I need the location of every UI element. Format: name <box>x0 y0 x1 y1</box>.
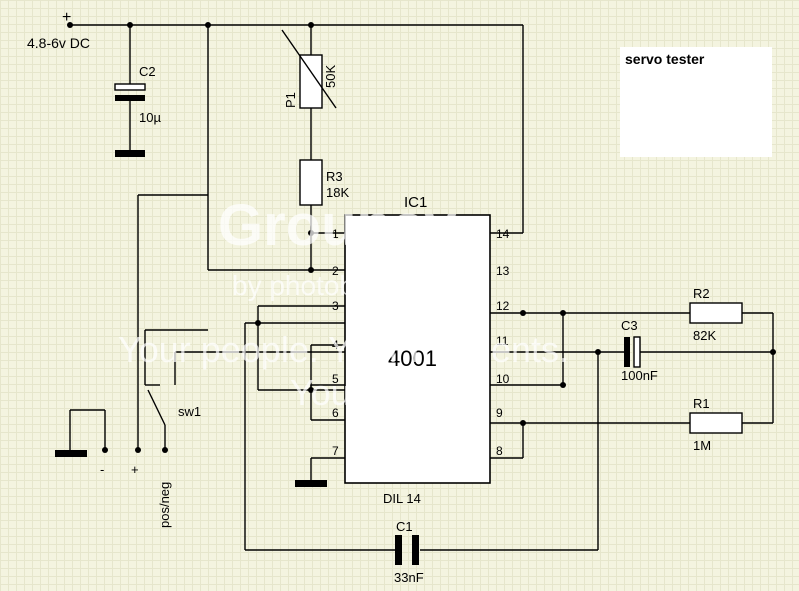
c1-name: C1 <box>396 519 413 534</box>
p1-name: P1 <box>283 92 298 108</box>
watermark-logo: Groupsy <box>218 193 457 258</box>
c2-name: C2 <box>139 64 156 79</box>
pin-8: 8 <box>496 444 503 458</box>
pin-9: 9 <box>496 406 503 420</box>
pin-3: 3 <box>332 299 339 313</box>
watermark-line2: Your space. <box>290 372 479 413</box>
resistor-r3 <box>299 159 323 206</box>
pin-6: 6 <box>332 406 339 420</box>
pin-2: 2 <box>332 264 339 278</box>
r2-name: R2 <box>693 286 710 301</box>
capacitor-c3 <box>624 336 641 368</box>
resistor-r1 <box>689 412 743 434</box>
ground-ic-symbol <box>295 480 327 487</box>
r3-value: 18K <box>326 185 349 200</box>
r3-name: R3 <box>326 169 343 184</box>
pin-11: 11 <box>496 334 509 348</box>
r2-value: 82K <box>693 328 716 343</box>
pin-7: 7 <box>332 444 339 458</box>
capacitor-c1 <box>395 535 419 565</box>
c1-value: 33nF <box>394 570 424 585</box>
watermark-by: by photobucket <box>232 270 422 301</box>
c2-value: 10µ <box>139 110 161 125</box>
pin-5: 5 <box>332 372 339 386</box>
pin-13: 13 <box>496 264 510 278</box>
r1-name: R1 <box>693 396 710 411</box>
diagram-title: servo tester <box>625 51 705 67</box>
ic1-chip: 4001 <box>388 346 437 371</box>
ground-connector-symbol <box>55 450 87 457</box>
p1-value: 50K <box>323 65 338 88</box>
pin-1: 1 <box>332 227 339 241</box>
supply-label: 4.8-6v DC <box>27 35 90 51</box>
wires <box>69 24 774 551</box>
pin-10: 10 <box>496 372 510 386</box>
ic1-body <box>344 214 491 484</box>
potentiometer-p1 <box>281 29 337 109</box>
supply-plus: + <box>62 9 71 26</box>
resistor-r2 <box>689 302 743 324</box>
sw1-label: sw1 <box>178 404 201 419</box>
pin-12: 12 <box>496 299 510 313</box>
capacitor-c2 <box>114 83 146 157</box>
pin-14: 14 <box>496 227 510 241</box>
watermark: Groupsy by photobucket Your people. Your… <box>118 193 569 413</box>
title-box <box>620 47 772 157</box>
ic1-name: IC1 <box>404 194 427 211</box>
watermark-line1: Your people. Your moments. <box>118 329 569 370</box>
r1-value: 1M <box>693 438 711 453</box>
connector-minus: - <box>100 462 104 477</box>
c3-name: C3 <box>621 318 638 333</box>
connector-signal: pos/neg <box>157 482 172 528</box>
pin-4: 4 <box>332 338 339 352</box>
c3-value: 100nF <box>621 368 658 383</box>
ic1-package: DIL 14 <box>383 491 421 506</box>
connector-plus: + <box>131 462 139 477</box>
junction-dots <box>67 22 776 453</box>
